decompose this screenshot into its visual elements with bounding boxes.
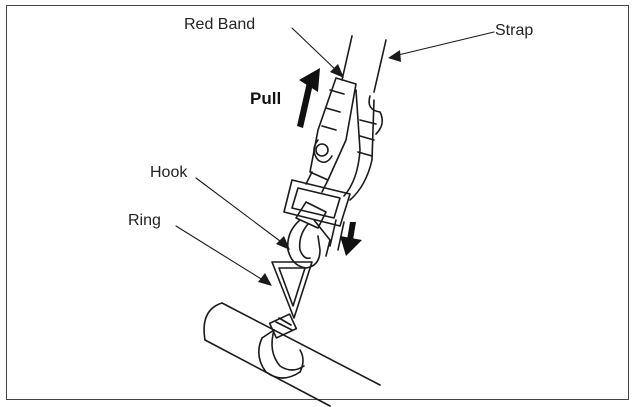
leader-ring [175, 225, 267, 283]
lower-strap [329, 219, 345, 251]
label-ring: Ring [128, 212, 161, 229]
ratchet-body [305, 77, 357, 193]
label-strap: Strap [495, 22, 534, 39]
pipe-clamp [258, 313, 305, 379]
arrowhead-strap [388, 50, 401, 62]
label-hook: Hook [150, 164, 188, 181]
arrowhead-ring [258, 273, 272, 286]
arrowhead-hook [276, 236, 290, 250]
down-arrow-icon [340, 222, 362, 256]
label-red-band: Red Band [184, 16, 256, 33]
leader-hook [195, 177, 285, 245]
hook-shape [286, 201, 331, 269]
strap-band [341, 35, 387, 201]
arrowhead-red-band [330, 64, 344, 78]
leader-strap [393, 31, 495, 57]
leader-red-band [291, 27, 339, 73]
buckle-loop [283, 179, 351, 227]
pull-arrow-icon [297, 68, 320, 128]
label-pull: Pull [250, 89, 282, 108]
ring-shape [271, 261, 313, 319]
